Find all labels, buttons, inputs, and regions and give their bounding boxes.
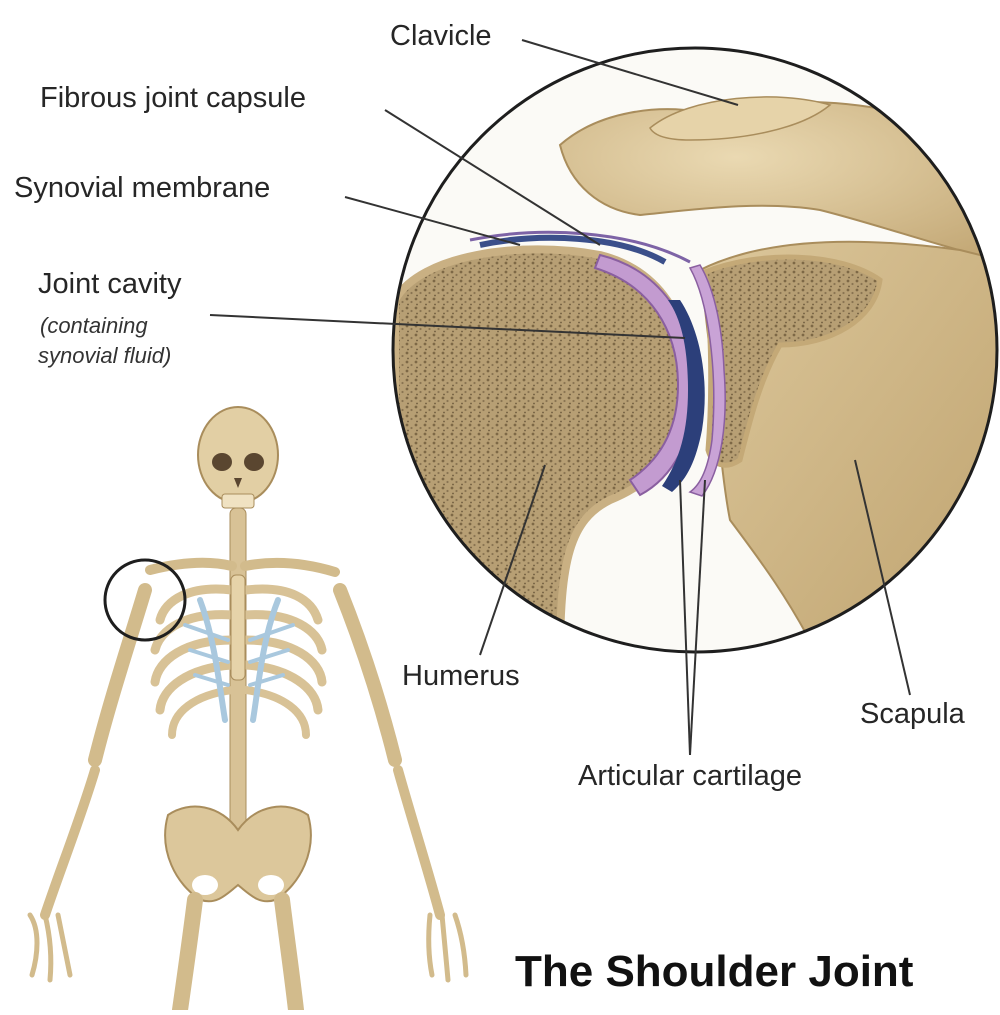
label-joint-cavity-note-2: synovial fluid) bbox=[38, 345, 171, 367]
left-forearm bbox=[45, 770, 95, 915]
right-humerus bbox=[340, 590, 395, 760]
label-articular-cartilage: Articular cartilage bbox=[578, 762, 802, 791]
right-forearm bbox=[398, 770, 440, 915]
right-hand bbox=[429, 915, 466, 980]
skull bbox=[198, 407, 278, 503]
label-joint-cavity-note-1: (containing bbox=[40, 315, 148, 337]
skeleton-figure bbox=[30, 407, 466, 1010]
left-hand bbox=[30, 915, 70, 980]
left-humerus bbox=[95, 590, 145, 760]
label-fibrous-joint-capsule: Fibrous joint capsule bbox=[40, 84, 306, 113]
label-joint-cavity: Joint cavity bbox=[38, 270, 181, 299]
label-scapula: Scapula bbox=[860, 700, 965, 729]
right-femur bbox=[282, 900, 296, 1010]
pelvis-foramen-right bbox=[258, 875, 284, 895]
pelvis-foramen-left bbox=[192, 875, 218, 895]
left-femur bbox=[180, 900, 195, 1010]
label-clavicle: Clavicle bbox=[390, 22, 492, 51]
skull-eye-right bbox=[244, 453, 264, 471]
skull-eye-left bbox=[212, 453, 232, 471]
diagram-title: The Shoulder Joint bbox=[515, 950, 913, 994]
skull-teeth bbox=[222, 494, 254, 508]
label-synovial-membrane: Synovial membrane bbox=[14, 174, 270, 203]
magnified-view bbox=[393, 48, 1000, 660]
sternum bbox=[231, 575, 245, 680]
label-humerus: Humerus bbox=[402, 662, 520, 691]
